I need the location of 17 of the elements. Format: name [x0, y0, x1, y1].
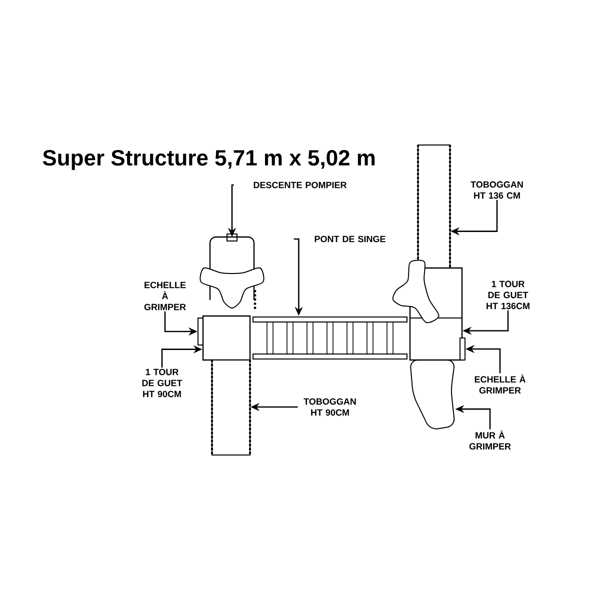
callout-label: ECHELLE À GRIMPER	[474, 374, 526, 394]
callout-label: DESCENTE POMPIER	[254, 182, 347, 188]
tower-platform	[392, 260, 463, 361]
title: Super Structure 5,71 m x 5,02 m	[42, 150, 375, 170]
callout-label: ECHELLE À GRIMPER	[144, 282, 186, 310]
callout-label: MUR À GRIMPER	[469, 430, 511, 450]
slide-drawing	[417, 144, 451, 268]
monkey-bridge-drawing	[252, 316, 408, 360]
ladder-drawing	[460, 338, 466, 360]
callout-label: 1 TOUR DE GUET HT 90CM	[142, 368, 182, 398]
callout-label: TOBOGGAN HT 90CM	[304, 398, 356, 416]
slide-drawing	[211, 360, 251, 456]
callout-label: PONT DE SINGE	[314, 236, 386, 242]
climbing-wall-drawing	[410, 360, 455, 430]
fire-pole-drawing	[200, 234, 264, 311]
callout-label: TOBOGGAN HT 136 CM	[470, 181, 523, 199]
callout-label: 1 TOUR DE GUET HT 136CM	[486, 280, 530, 310]
